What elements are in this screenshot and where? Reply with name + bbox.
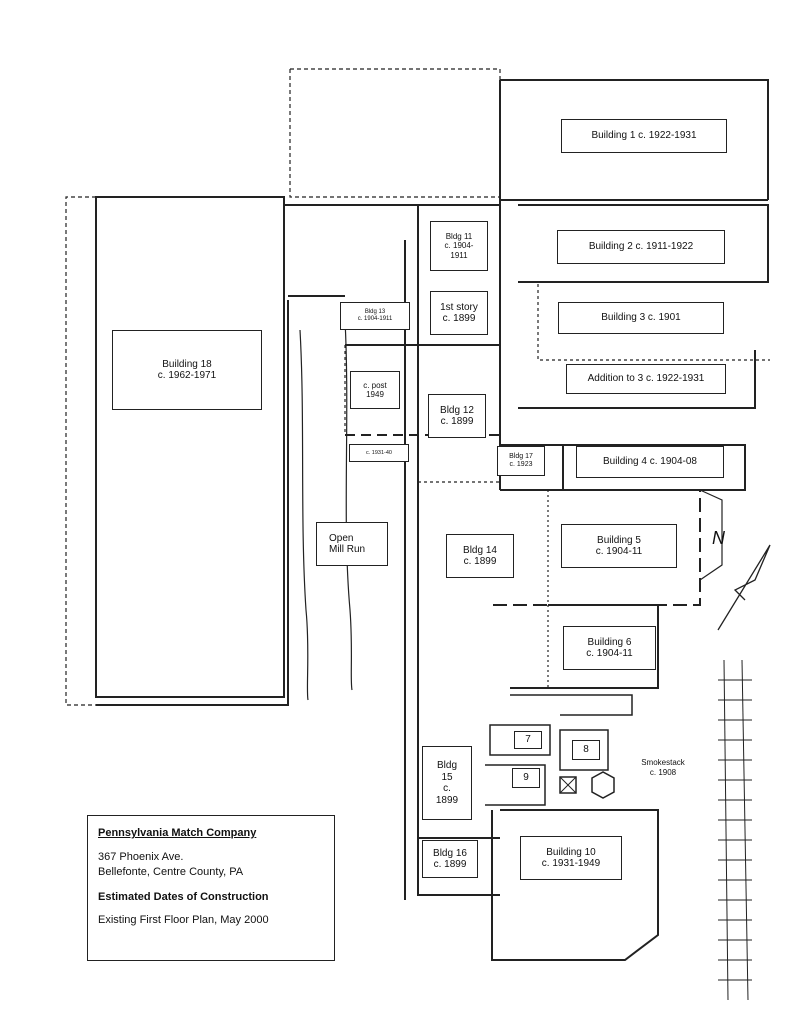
rail-right [741, 659, 749, 1001]
label-building-2: Building 2 c. 1911-1922 [557, 230, 725, 264]
north-arrow-shape [717, 544, 771, 631]
label-block-9: 9 [512, 768, 540, 788]
mill-run-wall [96, 300, 289, 706]
smokestack-shape [591, 771, 615, 799]
block-7-walls [489, 724, 551, 756]
label-block-7: 7 [514, 731, 542, 749]
block-9-walls [485, 764, 546, 806]
legend-address-line2: Bellefonte, Centre County, PA [98, 865, 244, 878]
stair-box [559, 776, 577, 794]
block-8-walls [559, 729, 609, 771]
mill-run-left-bank [299, 329, 309, 701]
label-building-3: Building 3 c. 1901 [558, 302, 724, 334]
rail-left [723, 659, 729, 1001]
building-2-walls [518, 204, 769, 283]
top-annex-outline [289, 69, 501, 198]
building-6-lower [510, 694, 633, 716]
building-5-right [699, 489, 723, 581]
building-3-outline [537, 284, 770, 361]
bldg-15-walls [417, 728, 500, 896]
legend-address-line1: 367 Phoenix Ave. [98, 850, 184, 863]
addition-3-walls [518, 350, 756, 409]
building-4-walls [500, 444, 746, 491]
building-18-dashed [65, 196, 96, 706]
stair-box-x2 [559, 776, 577, 794]
rail-ties [718, 679, 752, 981]
label-addition-to-3: Addition to 3 c. 1922-1931 [566, 364, 726, 394]
label-building-4: Building 4 c. 1904-08 [576, 446, 724, 478]
building-1-walls [500, 79, 769, 200]
north-arrow-label: N [712, 528, 725, 548]
legend-box: Pennsylvania Match Company 367 Phoenix A… [87, 815, 335, 961]
legend-subtitle: Existing First Floor Plan, May 2000 [98, 914, 269, 927]
building-18-walls [95, 196, 285, 698]
label-1931-40: c. 1931-40 [349, 444, 409, 462]
label-block-8: 8 [572, 740, 600, 760]
building-6-walls [510, 604, 659, 689]
label-building-1: Building 1 c. 1922-1931 [561, 119, 727, 153]
building-10-walls [491, 809, 659, 961]
legend-company: Pennsylvania Match Company [98, 827, 257, 839]
legend-heading: Estimated Dates of Construction [98, 890, 269, 903]
